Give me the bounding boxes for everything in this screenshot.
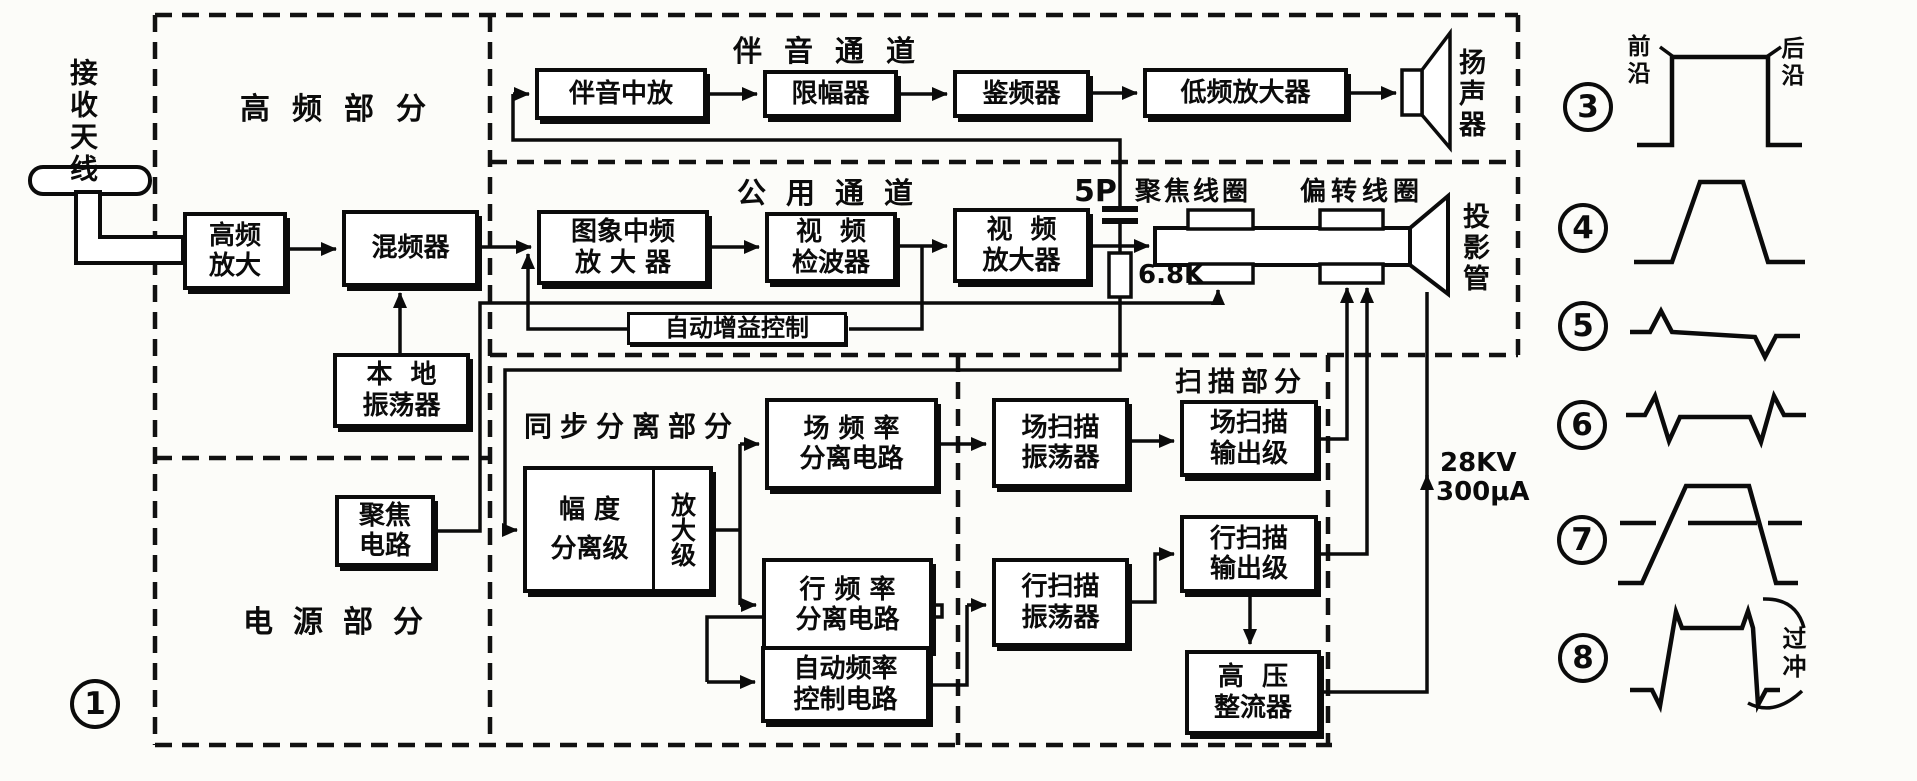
- field-scan-oscillator-label: 振荡器: [1021, 443, 1100, 473]
- section-power: 电源部分: [243, 605, 443, 640]
- sound-if-amp-label: 伴音中放: [568, 78, 673, 109]
- waveform-6: [1626, 389, 1806, 449]
- fm-discriminator-label: 鉴频器: [982, 78, 1061, 109]
- mixer-label: 混频器: [371, 233, 450, 264]
- picture-if-amp-label: 放 大 器: [574, 247, 672, 278]
- limiter: 限幅器: [763, 70, 898, 118]
- afc-circuit-label: 自动频率: [793, 654, 898, 685]
- waveform-7: [1618, 483, 1802, 586]
- waveform-number-8: 8: [1558, 633, 1608, 683]
- label-trailing-edge: 后沿: [1777, 36, 1803, 90]
- video-amp-label: 放大器: [982, 245, 1061, 276]
- field-freq-separator-label: 场 频 率: [803, 413, 900, 444]
- line-scan-output-label: 输出级: [1209, 554, 1288, 584]
- label-deflection-coil: 偏转线圈: [1300, 177, 1425, 207]
- field-freq-separator: 场 频 率分离电路: [765, 398, 938, 490]
- field-scan-oscillator-label: 场扫描: [1021, 412, 1100, 443]
- amplitude-separator-label: 分离级: [550, 533, 629, 564]
- line-freq-separator-label: 行 频 率: [799, 574, 896, 605]
- section-sync-separator: 同步分离部分: [524, 410, 741, 443]
- local-oscillator-label: 本 地: [366, 360, 437, 391]
- agc-label: 自动增益控制: [665, 313, 809, 342]
- field-scan-output-label: 场扫描: [1209, 408, 1288, 439]
- label-5p: 5P: [1074, 174, 1117, 209]
- crt-tube-icon: [1153, 191, 1450, 299]
- label-leading-edge: 前沿: [1623, 34, 1649, 88]
- label-300ua: 300μA: [1436, 477, 1530, 507]
- agc: 自动增益控制: [627, 312, 847, 345]
- antenna-icon: [28, 165, 185, 265]
- field-freq-separator-label: 分离电路: [799, 444, 904, 474]
- focus-circuit-label: 聚焦: [358, 500, 411, 531]
- limiter-label: 限幅器: [791, 78, 870, 109]
- field-scan-oscillator: 场扫描振荡器: [992, 398, 1129, 488]
- line-freq-separator: 行 频 率分离电路: [762, 558, 933, 652]
- amplitude-separator-label: 幅 度: [558, 494, 621, 525]
- picture-if-amp-label: 图象中频: [570, 217, 675, 248]
- rf-amp-label: 放大: [208, 251, 261, 281]
- label-overshoot: 过冲: [1778, 626, 1806, 682]
- amplitude-separator-sub-label: 放大级: [652, 470, 709, 589]
- afc-circuit: 自动频率控制电路: [761, 646, 930, 723]
- section-scan: 扫描部分: [1175, 367, 1307, 398]
- label-antenna: 接收天线: [66, 58, 99, 186]
- label-focus-coil: 聚焦线圈: [1135, 177, 1252, 207]
- fm-discriminator: 鉴频器: [953, 70, 1090, 118]
- signal-wires: [287, 86, 1434, 694]
- waveform-5: [1630, 306, 1800, 362]
- audio-amp-label: 低频放大器: [1180, 77, 1311, 108]
- sound-if-amp: 伴音中放: [535, 68, 707, 120]
- label-28kv: 28KV: [1440, 448, 1517, 478]
- video-detector: 视 频检波器: [765, 212, 897, 283]
- section-rf: 高频部分: [240, 92, 448, 127]
- local-oscillator-label: 振荡器: [362, 390, 441, 421]
- waveform-number-3: 3: [1563, 82, 1613, 132]
- label-6-8k: 6.8K: [1138, 260, 1205, 290]
- line-scan-oscillator-label: 行扫描: [1021, 572, 1100, 603]
- field-scan-output-label: 输出级: [1209, 438, 1288, 469]
- waveform-number-4: 4: [1558, 203, 1608, 253]
- speaker-icon: [1400, 27, 1452, 153]
- section-common-channel: 公用通道: [737, 176, 934, 210]
- line-scan-oscillator: 行扫描振荡器: [992, 558, 1129, 647]
- local-oscillator: 本 地振荡器: [333, 353, 470, 428]
- waveform-4: [1634, 179, 1805, 265]
- rf-amp-label: 高频: [208, 220, 261, 251]
- label-projection-tube: 投影管: [1458, 202, 1489, 295]
- figure-number-1: 1: [70, 679, 120, 729]
- waveform-number-5: 5: [1558, 301, 1608, 351]
- hv-rectifier-label: 高 压: [1217, 662, 1289, 693]
- afc-circuit-label: 控制电路: [793, 684, 898, 715]
- focus-circuit-label: 电路: [358, 531, 411, 561]
- label-speaker: 扬声器: [1454, 48, 1485, 141]
- focus-circuit: 聚焦电路: [335, 495, 435, 567]
- capacitor-icon: [1102, 206, 1138, 246]
- waveform-number-6: 6: [1557, 400, 1607, 450]
- waveform-3: [1637, 45, 1802, 148]
- video-amp: 视 频放大器: [953, 208, 1090, 283]
- line-freq-separator-label: 分离电路: [795, 605, 900, 635]
- video-detector-label: 检波器: [791, 247, 870, 278]
- amplitude-separator: 幅 度分离级放大级: [523, 466, 713, 593]
- field-scan-output: 场扫描输出级: [1180, 400, 1318, 477]
- audio-amp: 低频放大器: [1143, 68, 1348, 118]
- mixer: 混频器: [342, 210, 479, 287]
- line-scan-output-label: 行扫描: [1209, 523, 1288, 554]
- resistor-icon: [1107, 246, 1133, 299]
- waveform-8: [1630, 597, 1806, 714]
- picture-if-amp: 图象中频放 大 器: [537, 210, 709, 285]
- section-borders: [152, 12, 1521, 748]
- hv-rectifier: 高 压整流器: [1185, 650, 1321, 735]
- rf-amp: 高频放大: [183, 212, 287, 290]
- hv-rectifier-label: 整流器: [1213, 692, 1292, 723]
- video-detector-label: 视 频: [795, 217, 867, 248]
- waveform-number-7: 7: [1557, 515, 1607, 565]
- section-sound-channel: 伴音通道: [733, 34, 938, 68]
- video-amp-label: 视 频: [986, 215, 1057, 246]
- line-scan-output: 行扫描输出级: [1180, 515, 1318, 593]
- line-scan-oscillator-label: 振荡器: [1021, 602, 1100, 633]
